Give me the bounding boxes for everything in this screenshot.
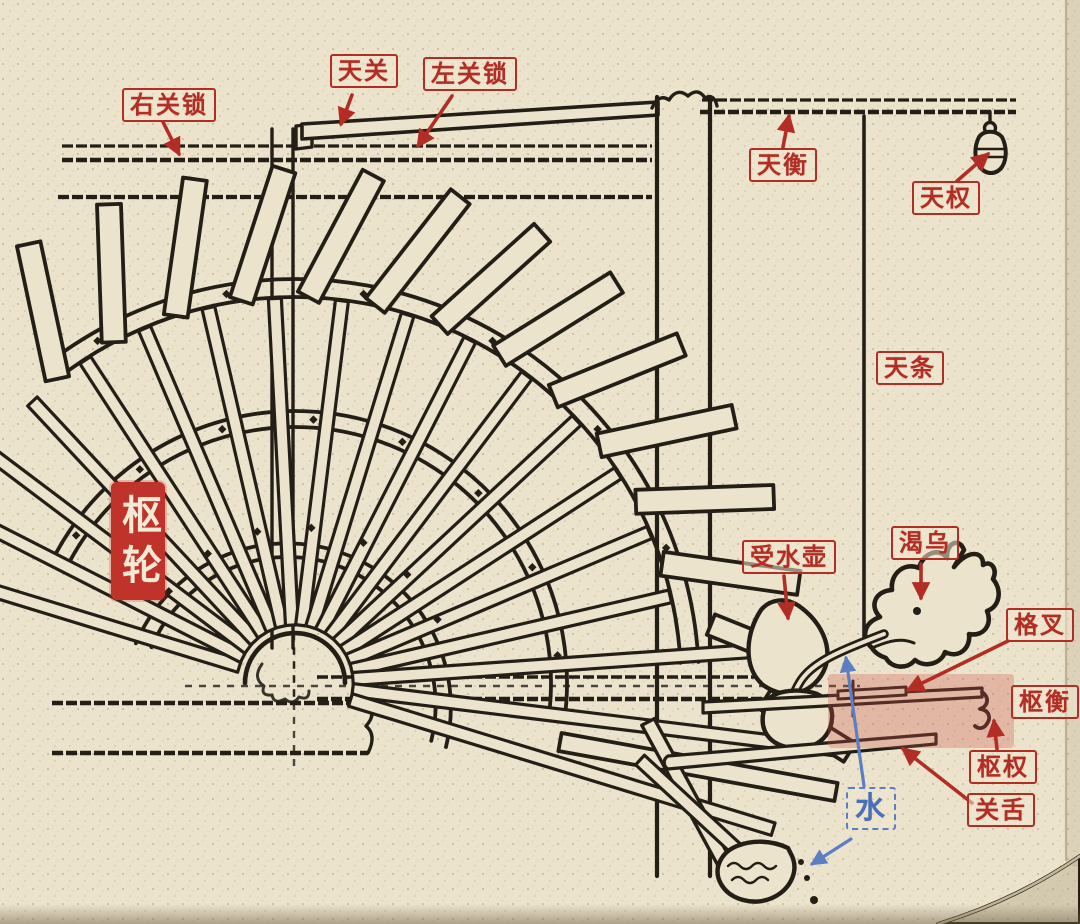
- gecha-fork: [836, 685, 908, 701]
- tianquan-weight: [973, 129, 1008, 175]
- label-ge-cha: 格叉: [1006, 608, 1074, 643]
- label-you-guansuo: 右关锁: [122, 88, 216, 123]
- label-zuo-guansuo: 左关锁: [423, 57, 517, 92]
- arrow-ge-cha: [905, 639, 1010, 692]
- seal-shulun: 枢轮: [111, 482, 165, 600]
- arrow-tian-heng: [776, 113, 796, 149]
- guanshe-rod: [662, 732, 938, 771]
- arrow-you-guansuo: [161, 120, 181, 157]
- label-guan-she: 关舌: [967, 793, 1035, 828]
- arrow-guan-she: [900, 747, 974, 805]
- arrow-tian-guan: [337, 93, 356, 127]
- label-tian-quan: 天权: [912, 181, 980, 216]
- kewu-crow-spout: [862, 540, 1001, 669]
- highlight-band: [828, 674, 1014, 748]
- arrow-shu-quan: [986, 718, 1006, 751]
- label-shu-quan: 枢权: [969, 750, 1037, 785]
- water-scoop: [715, 839, 797, 904]
- arrow-shui-up: [839, 655, 866, 788]
- arrow-shui-down: [809, 837, 853, 866]
- label-shu-heng: 枢衡: [1011, 685, 1079, 720]
- label-ke-wu: 渴乌: [891, 526, 959, 561]
- label-tian-guan: 天关: [330, 54, 398, 89]
- label-shou-shui-hu: 受水壶: [742, 540, 836, 575]
- shuquan-hook: [973, 690, 992, 731]
- arrow-zuo-guansuo: [416, 94, 454, 149]
- label-tian-tiao: 天条: [876, 351, 944, 386]
- label-tian-heng: 天衡: [749, 148, 817, 183]
- arrow-tian-quan: [955, 152, 991, 183]
- label-shui: 水: [846, 787, 896, 830]
- arrow-shou-shui-hu: [777, 574, 796, 621]
